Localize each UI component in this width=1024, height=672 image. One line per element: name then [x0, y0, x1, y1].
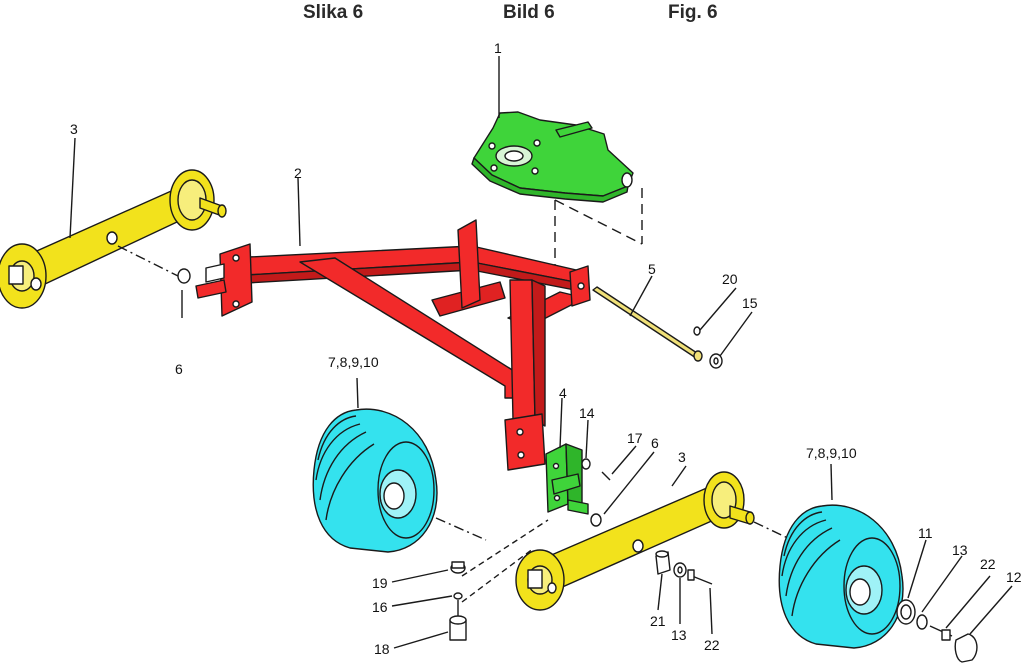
wheel-left	[312, 408, 438, 553]
part-15-washer	[709, 353, 723, 369]
figure-title-slovenian: Slika 6	[303, 2, 364, 23]
parts-13-21-22-hardware	[655, 550, 713, 585]
callout-21: 21	[650, 613, 666, 629]
callout-22-right: 22	[980, 556, 996, 572]
callout-11: 11	[918, 525, 933, 541]
callout-15: 15	[742, 295, 758, 311]
part-4-small-bracket	[545, 443, 589, 515]
callout-13-bottom: 13	[671, 627, 687, 643]
callout-3-right: 3	[678, 449, 686, 465]
part-3-swing-arm-right	[515, 471, 755, 611]
callout-14: 14	[579, 405, 595, 421]
figure-title-english: Fig. 6	[668, 2, 718, 23]
callout-3-left: 3	[70, 121, 78, 137]
callout-16: 16	[372, 599, 388, 615]
callout-12: 12	[1006, 569, 1022, 585]
part-17-screw	[601, 471, 611, 481]
callout-22-bottom: 22	[704, 637, 720, 653]
part-2-main-frame	[195, 219, 591, 471]
callout-6-center: 6	[651, 435, 659, 451]
callout-20: 20	[722, 271, 738, 287]
parts-11-12-13-22-wheel-hardware	[896, 599, 978, 663]
part-20-pin	[693, 326, 701, 336]
callout-2: 2	[294, 165, 302, 181]
part-3-swing-arm-left	[0, 169, 227, 309]
callout-6-left: 6	[175, 361, 183, 377]
parts-16-18-19-stack	[449, 561, 467, 641]
callout-wheel-left: 7,8,9,10	[328, 354, 379, 370]
callout-4: 4	[559, 385, 567, 401]
part-1-mounting-bracket	[471, 111, 634, 203]
callout-19: 19	[372, 575, 388, 591]
callout-13-right: 13	[952, 542, 968, 558]
callout-5: 5	[648, 261, 656, 277]
figure-title-german: Bild 6	[503, 2, 555, 23]
callout-18: 18	[374, 641, 390, 657]
part-5-rod	[592, 286, 703, 362]
callout-wheel-right: 7,8,9,10	[806, 445, 857, 461]
part-6-ring-center	[590, 513, 602, 527]
part-14-nut	[581, 458, 591, 470]
part-6-ring-left	[177, 268, 191, 284]
wheel-right	[778, 504, 904, 649]
callout-1: 1	[494, 40, 502, 56]
callout-17: 17	[627, 430, 643, 446]
